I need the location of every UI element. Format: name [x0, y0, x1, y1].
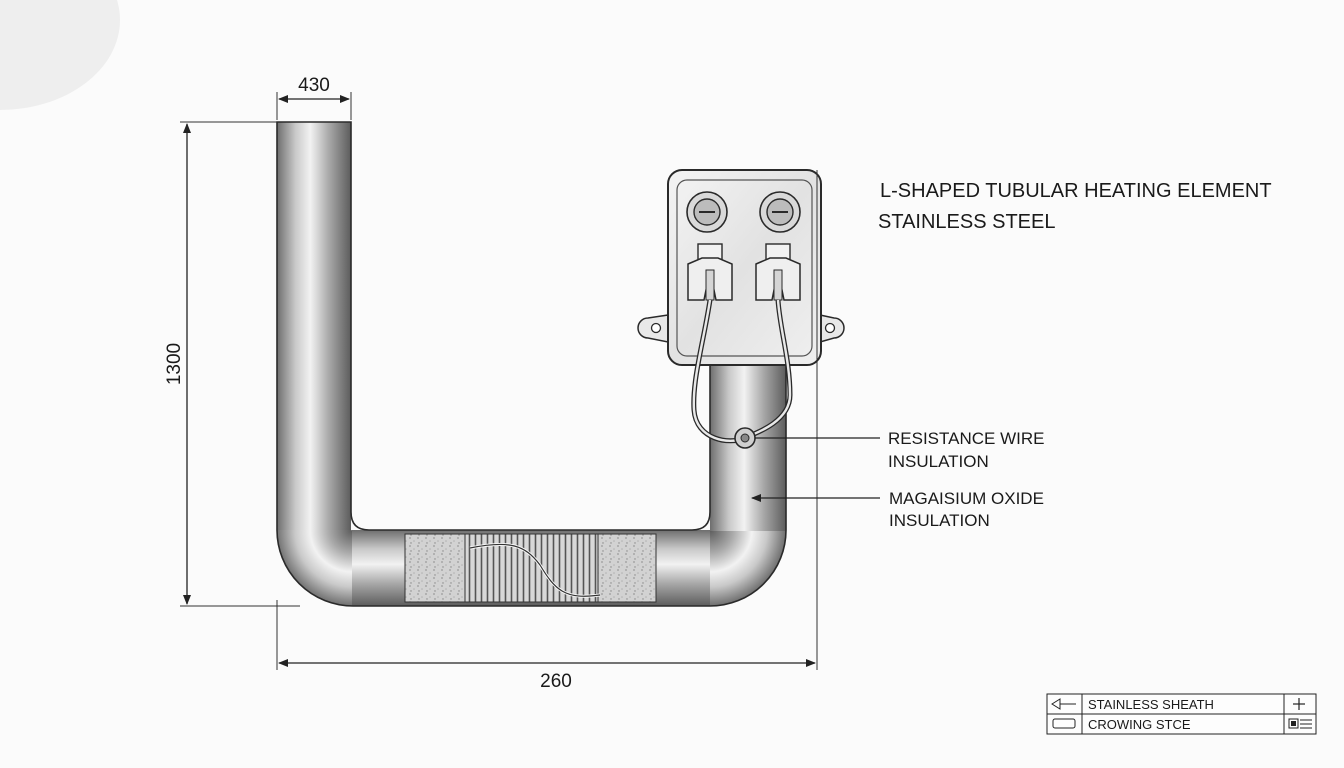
plus-icon [1293, 698, 1305, 710]
list-icon [1288, 718, 1312, 729]
magnesium-oxide-left [404, 533, 466, 603]
dimension-top-width-label: 430 [298, 75, 330, 96]
callout-label-line-2: INSULATION [888, 452, 989, 471]
rectangle-icon [1052, 718, 1076, 729]
legend-label: CROWING STCE [1088, 717, 1191, 732]
screw-left [686, 191, 728, 233]
cutaway-section [404, 533, 657, 603]
callout-resistance-wire: RESISTANCE WIRE INSULATION [755, 429, 1044, 471]
left-vertical-leg [277, 122, 351, 532]
dimension-height-label: 1300 [164, 343, 185, 385]
magnesium-oxide-right [597, 533, 657, 603]
legend-table: STAINLESS SHEATH CROWING STCE [1046, 693, 1317, 735]
legend-row: STAINLESS SHEATH [1051, 697, 1305, 712]
legend-row: CROWING STCE [1052, 717, 1312, 732]
callout-magnesium-oxide: MAGAISIUM OXIDE INSULATION [751, 489, 1044, 530]
dimension-bottom-width: 260 [276, 170, 818, 692]
dimension-bottom-width-label: 260 [540, 671, 572, 692]
dimension-top-width: 430 [276, 75, 352, 120]
terminal-box [637, 169, 845, 449]
title-line-2: STAINLESS STEEL [878, 211, 1055, 233]
callout-label-line-1: MAGAISIUM OXIDE [889, 489, 1044, 508]
arrow-left-icon [1051, 698, 1076, 710]
left-bend [277, 530, 353, 606]
mounting-hole-left [650, 322, 662, 334]
legend-label: STAINLESS SHEATH [1088, 697, 1214, 712]
callout-label-line-2: INSULATION [889, 511, 990, 530]
right-bend [710, 530, 786, 606]
screw-right [759, 191, 801, 233]
corner-shadow [0, 0, 120, 110]
callout-label-line-1: RESISTANCE WIRE [888, 429, 1044, 448]
mounting-hole-right [824, 322, 836, 334]
terminal-clip-right [755, 243, 801, 301]
tube-outline [276, 121, 787, 607]
terminal-clip-left [687, 243, 733, 301]
dimension-height: 1300 [164, 121, 300, 607]
title-line-1: L-SHAPED TUBULAR HEATING ELEMENT [880, 180, 1272, 202]
